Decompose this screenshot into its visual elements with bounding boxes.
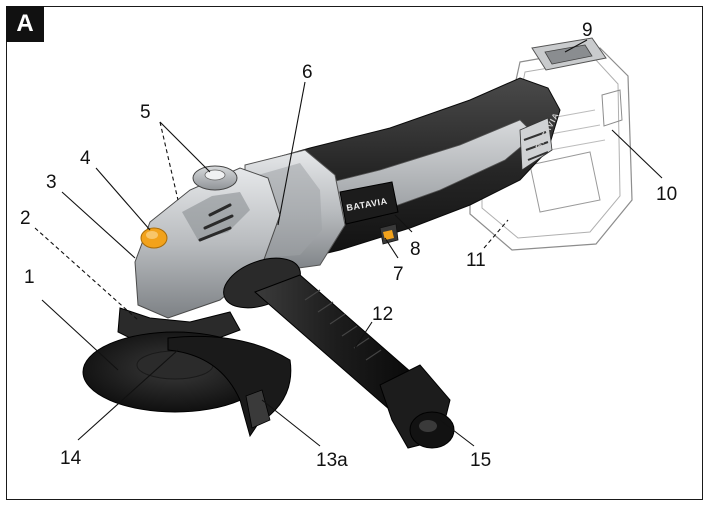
leader-13a xyxy=(261,399,321,447)
disc-guard xyxy=(167,335,292,438)
callout-14: 14 xyxy=(60,448,82,469)
leader-14 xyxy=(77,349,179,441)
callout-1: 1 xyxy=(24,267,35,288)
callout-15: 15 xyxy=(470,450,491,471)
callout-2: 2 xyxy=(20,208,31,229)
panel-label: A xyxy=(6,6,44,42)
leader-10 xyxy=(611,129,663,179)
callout-11: 11 xyxy=(466,250,486,271)
leader-11 xyxy=(483,219,509,249)
callout-12: 12 xyxy=(372,304,393,325)
callout-7: 7 xyxy=(393,264,404,285)
leader-12 xyxy=(354,321,373,349)
callout-8: 8 xyxy=(410,239,421,260)
callout-13a: 13a xyxy=(316,450,348,471)
leader-lines xyxy=(34,39,663,447)
leader-3 xyxy=(61,191,136,259)
callout-4: 4 xyxy=(80,148,91,169)
leader-8 xyxy=(394,214,413,233)
figure-frame xyxy=(6,6,703,500)
leader-5a xyxy=(159,121,211,173)
callout-5: 5 xyxy=(140,102,151,123)
battery-latch xyxy=(531,37,607,71)
leader-6 xyxy=(277,81,306,226)
power-switch xyxy=(379,223,399,245)
side-handle xyxy=(223,257,455,449)
callout-9: 9 xyxy=(582,20,593,41)
callout-3: 3 xyxy=(46,172,57,193)
spindle-lock-button xyxy=(140,227,168,249)
callout-10: 10 xyxy=(656,184,677,205)
callout-6: 6 xyxy=(302,62,313,83)
callout-labels: 1 2 3 4 5 6 7 8 9 10 11 12 13a 14 15 xyxy=(20,20,677,471)
leader-7 xyxy=(384,237,399,259)
leader-15 xyxy=(439,419,475,447)
leader-1 xyxy=(41,299,119,371)
leader-5b xyxy=(159,121,179,201)
brand-plate: BATAVIA xyxy=(339,181,399,225)
gear-head xyxy=(134,165,281,319)
leader-2 xyxy=(34,227,139,321)
leader-4 xyxy=(95,167,151,231)
leader-9 xyxy=(564,39,588,53)
